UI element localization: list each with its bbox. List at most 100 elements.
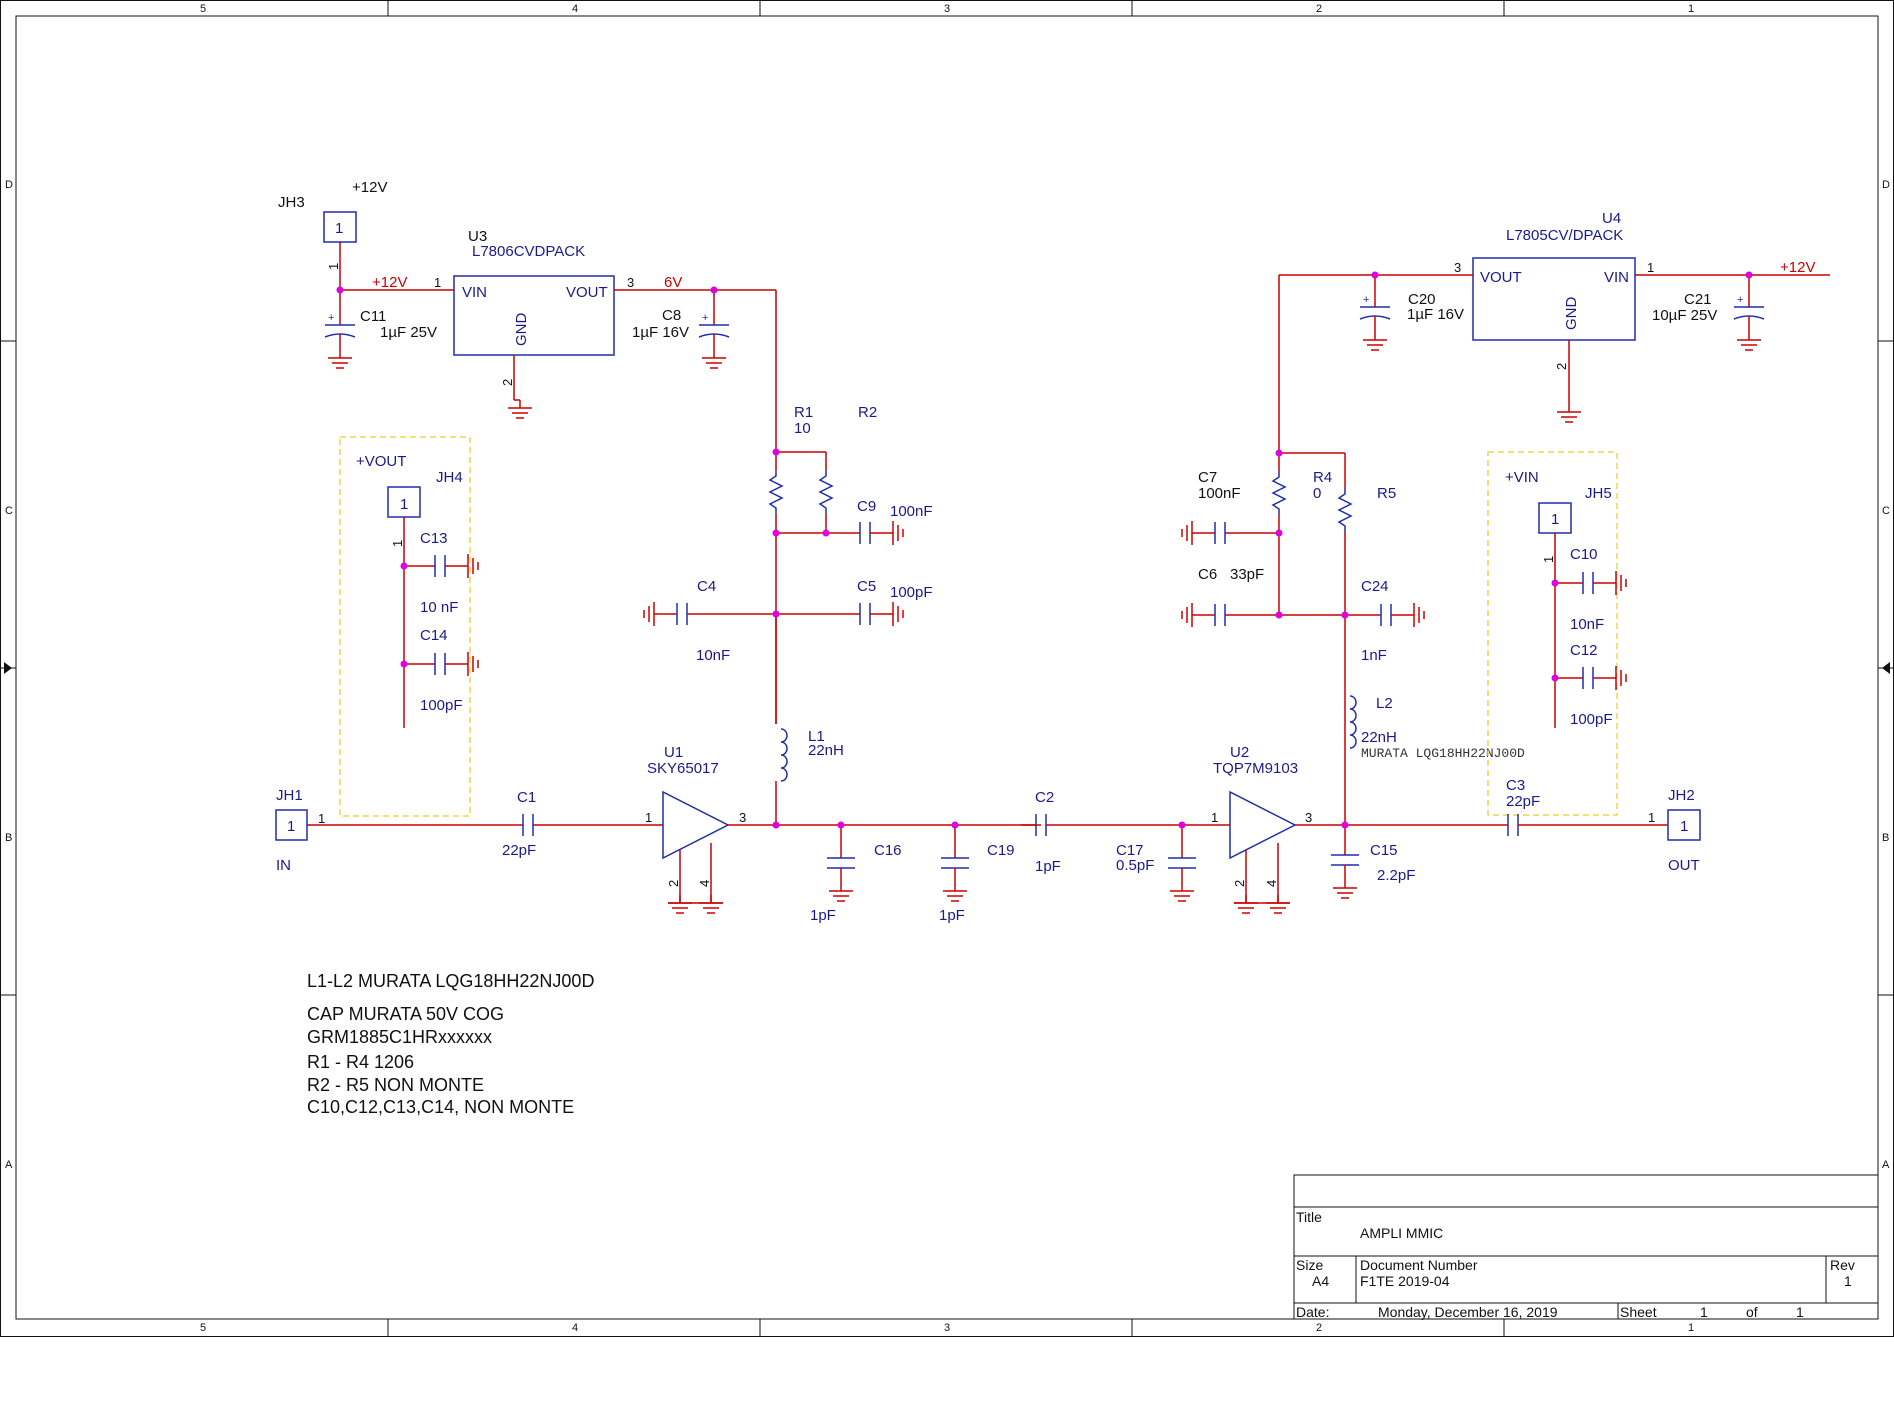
c14-ref: C14 <box>420 627 448 644</box>
col-label: 1 <box>1688 1322 1694 1334</box>
c8-value: 1µF 16V <box>632 324 689 341</box>
r4-ref: R4 <box>1313 469 1332 486</box>
u3-vin: VIN <box>462 284 487 301</box>
c24-ref: C24 <box>1361 578 1389 595</box>
jh1-pin: 1 <box>287 818 295 835</box>
col-label: 2 <box>1316 3 1322 15</box>
c16-ref: C16 <box>874 842 902 859</box>
rf-signal-chain: JH1 1 IN 1 C1 22pF U1 SKY65017 1 3 2 4 C… <box>275 744 1701 924</box>
note-line: L1-L2 MURATA LQG18HH22NJ00D <box>307 971 594 991</box>
u2-pin1: 1 <box>1211 810 1218 825</box>
c15-ref: C15 <box>1370 842 1398 859</box>
u3-pin2: 2 <box>500 379 515 386</box>
u4-regulator[interactable] <box>1472 257 1636 341</box>
c12-ref: C12 <box>1570 642 1598 659</box>
c2-ref: C2 <box>1035 789 1054 806</box>
c9-ref: C9 <box>857 498 876 515</box>
jh4-pinnum: 1 <box>390 540 405 547</box>
note-line: R2 - R5 NON MONTE <box>307 1075 484 1095</box>
c17-value: 0.5pF <box>1116 857 1154 874</box>
c9-value: 100nF <box>890 503 933 520</box>
u4-ref: U4 <box>1602 210 1621 227</box>
col-label: 4 <box>572 1322 578 1334</box>
date-value: Monday, December 16, 2019 <box>1378 1304 1558 1320</box>
u4-pin1: 1 <box>1647 260 1654 275</box>
c19-value: 1pF <box>939 907 965 924</box>
c20-ref: C20 <box>1408 291 1436 308</box>
of-label: of <box>1746 1304 1758 1320</box>
l2-part: MURATA LQG18HH22NJ00D <box>1361 746 1525 761</box>
r1-ref: R1 <box>794 404 813 421</box>
u4-gnd: GND <box>1563 297 1580 331</box>
c1-value: 22pF <box>502 842 536 859</box>
bias-network-u1: R1 10 R2 C9 100nF C4 10nF C5 100pF L1 22… <box>643 404 933 824</box>
jh3-ref: JH3 <box>278 194 305 211</box>
c5-value: 100pF <box>890 584 933 601</box>
r1-value: 10 <box>794 420 811 437</box>
u2-pin4: 4 <box>1264 880 1279 887</box>
jh3-pin: 1 <box>335 220 343 237</box>
rev-label: Rev <box>1830 1257 1855 1273</box>
jh2-connector[interactable] <box>1667 809 1701 841</box>
r2-ref: R2 <box>858 404 877 421</box>
c4-value: 10nF <box>696 647 730 664</box>
c15-value: 2.2pF <box>1377 867 1415 884</box>
u1-ref: U1 <box>664 744 683 761</box>
l2-value: 22nH <box>1361 729 1397 746</box>
c19-ref: C19 <box>987 842 1015 859</box>
c3-ref: C3 <box>1506 777 1525 794</box>
bias-network-u2: R4 0 R5 C7 100nF C6 33pF C24 1nF L2 22nH… <box>1181 452 1525 824</box>
vin-monitor-box: +VIN JH5 1 1 C10 10nF C12 100pF <box>1487 451 1627 816</box>
jh2-pin: 1 <box>1680 818 1688 835</box>
row-label: A <box>1882 1159 1890 1171</box>
l2-ref: L2 <box>1376 695 1393 712</box>
notes: L1-L2 MURATA LQG18HH22NJ00D CAP MURATA 5… <box>307 971 594 1117</box>
c7-ref: C7 <box>1198 469 1217 486</box>
u3-pin1: 1 <box>434 275 441 290</box>
u4-pin2: 2 <box>1554 363 1569 370</box>
net-label-6v: 6V <box>664 274 682 291</box>
u3-pin3: 3 <box>627 275 634 290</box>
jh4-ref: JH4 <box>436 469 463 486</box>
c1-ref: C1 <box>517 789 536 806</box>
r5-ref: R5 <box>1377 485 1396 502</box>
jh2-pinnum: 1 <box>1648 810 1655 825</box>
u1-amplifier[interactable] <box>662 790 730 860</box>
c6-value: 33pF <box>1230 566 1264 583</box>
of-value: 1 <box>1796 1304 1804 1320</box>
rev-value: 1 <box>1844 1273 1852 1289</box>
u3-vout: VOUT <box>566 284 608 301</box>
c21-value: 10µF 25V <box>1652 307 1717 324</box>
net-label-vin: +VIN <box>1505 469 1539 486</box>
u2-part: TQP7M9103 <box>1213 760 1298 777</box>
size-label: Size <box>1296 1257 1323 1273</box>
c24-value: 1nF <box>1361 647 1387 664</box>
docnum-label: Document Number <box>1360 1257 1478 1273</box>
u3-part: L7806CVDPACK <box>472 243 585 260</box>
row-label: C <box>5 505 13 517</box>
title-value: AMPLI MMIC <box>1360 1225 1443 1241</box>
u3-regulator[interactable] <box>453 275 615 356</box>
c11-value: 1µF 25V <box>380 324 437 341</box>
c2-value: 1pF <box>1035 858 1061 875</box>
col-label: 4 <box>572 3 578 15</box>
row-label: C <box>1882 505 1890 517</box>
u2-amplifier[interactable] <box>1229 790 1297 860</box>
c6-ref: C6 <box>1198 566 1217 583</box>
u1-pin1: 1 <box>645 810 652 825</box>
row-label: D <box>5 179 13 191</box>
net-label-p12-left: +12V <box>352 179 387 196</box>
jh1-label: IN <box>276 857 291 874</box>
c10-ref: C10 <box>1570 546 1598 563</box>
u4-vout: VOUT <box>1480 269 1522 286</box>
sheet-label: Sheet <box>1620 1304 1657 1320</box>
regulator-u3-section: JH3 +12V 1 1 +12V 1 C11 1µF 25V VIN VOUT… <box>278 179 777 452</box>
jh2-ref: JH2 <box>1668 787 1695 804</box>
u4-part: L7805CV/DPACK <box>1506 227 1623 244</box>
u1-pin3: 3 <box>739 810 746 825</box>
note-line: CAP MURATA 50V COG <box>307 1004 504 1024</box>
jh3-pinnum: 1 <box>326 263 341 270</box>
u2-ref: U2 <box>1230 744 1249 761</box>
c3-value: 22pF <box>1506 793 1540 810</box>
